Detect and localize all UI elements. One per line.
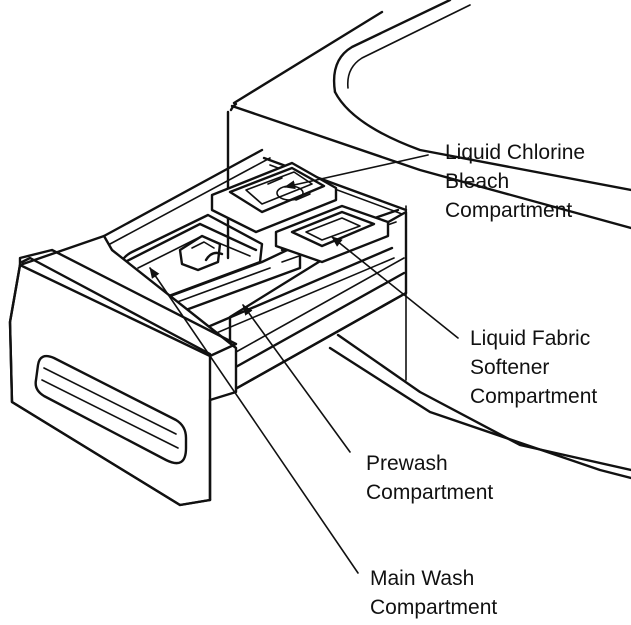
callout-softener: Liquid Fabric Softener Compartment: [470, 324, 597, 411]
callout-line: Compartment: [366, 481, 494, 504]
bleach-cup: [210, 161, 338, 234]
lid-recess: [332, 0, 631, 192]
callout-line: Compartment: [370, 596, 498, 619]
callout-leaders: [149, 154, 459, 574]
callout-line: Prewash: [366, 452, 448, 475]
arrowhead-icon: [149, 267, 359, 574]
callout-line: Liquid Chlorine: [445, 141, 586, 164]
callout-line: Liquid Fabric: [470, 327, 591, 350]
callout-line: Main Wash: [370, 567, 475, 590]
callout-line: Bleach: [445, 170, 510, 193]
callout-line: Compartment: [445, 199, 573, 222]
callout-line: Softener: [470, 356, 550, 379]
callout-main-wash: Main Wash Compartment: [370, 564, 497, 622]
callout-prewash: Prewash Compartment: [366, 449, 493, 507]
washer-cabinet: [226, 10, 631, 480]
arrowhead-icon: [242, 304, 351, 453]
arrowhead-icon: [283, 154, 429, 190]
arrowhead-icon: [331, 236, 459, 339]
callout-line: Compartment: [470, 385, 598, 408]
softener-cup: [274, 204, 390, 264]
drawer-handle: [8, 234, 238, 507]
callout-bleach: Liquid Chlorine Bleach Compartment: [445, 138, 585, 225]
